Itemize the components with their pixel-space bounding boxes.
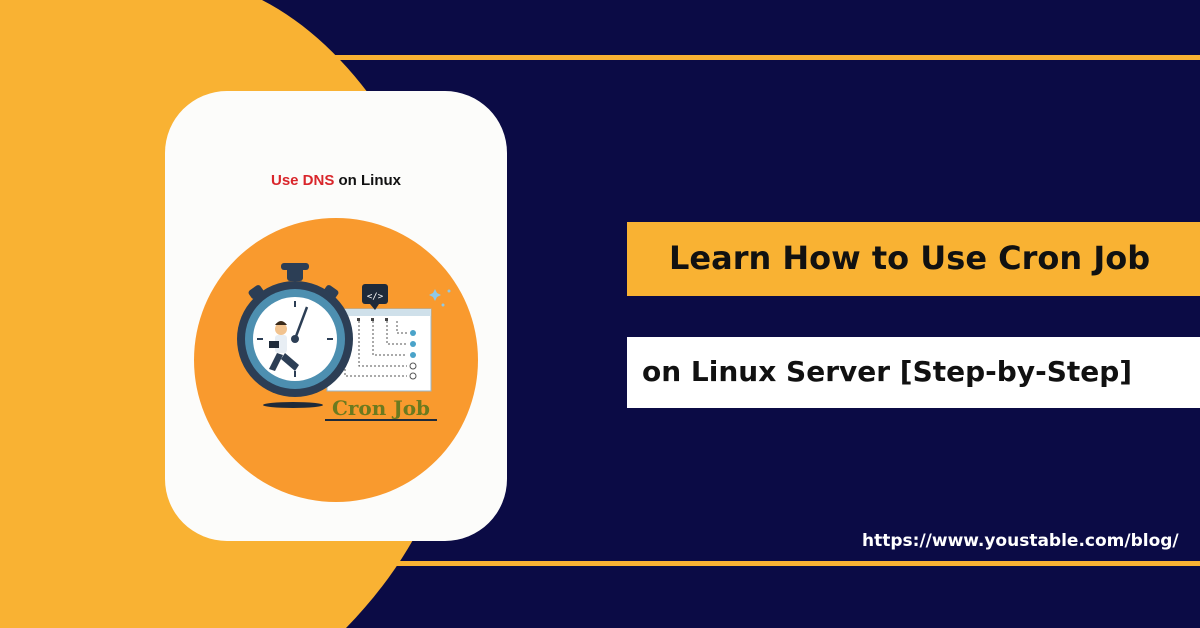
headline-line-2: on Linux Server [Step-by-Step] [642,355,1133,388]
person-icon [269,321,299,371]
headline-banner-1: Learn How to Use Cron Job [627,222,1200,296]
code-tag-text: </> [367,292,384,302]
cron-job-label: Cron Job [332,396,430,420]
label-underline [325,419,437,421]
top-accent-line [330,55,1200,60]
sparkle-icons [429,289,451,307]
headline-line-1: Learn How to Use Cron Job [669,239,1151,277]
shadow [263,402,323,408]
illustration-card: Use DNS on Linux [165,91,507,541]
blog-url: https://www.youstable.com/blog/ [862,531,1179,551]
card-title-rest: on Linux [334,172,402,189]
card-title-accent: Use DNS [270,172,335,189]
bottom-accent-line [330,561,1200,566]
stopwatch-icon [237,263,353,397]
cron-job-illustration: </> [194,218,478,502]
card-title: Use DNS on Linux [165,172,507,189]
checklist-panel-icon [326,308,432,392]
headline-banner-2: on Linux Server [Step-by-Step] [627,337,1200,408]
code-tag-icon: </> [362,284,388,310]
